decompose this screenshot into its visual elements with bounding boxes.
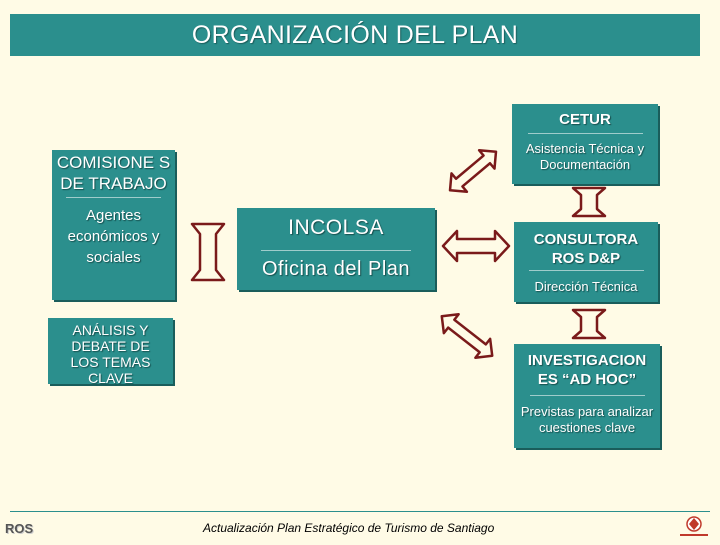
footer-brand: ROS — [5, 521, 34, 536]
incolsa-title: INCOLSA — [288, 216, 384, 239]
analisis-box: ANÁLISIS Y DEBATE DE LOS TEMAS CLAVE — [48, 318, 173, 386]
investigaciones-title: INVESTIGACION ES “AD HOC” — [527, 352, 647, 388]
analisis-text: ANÁLISIS Y DEBATE DE LOS TEMAS CLAVE — [70, 322, 151, 386]
incolsa-cetur-arrow — [445, 146, 501, 196]
investigaciones-box: INVESTIGACION ES “AD HOC” Previstas para… — [514, 344, 660, 448]
cetur-consultora-arrow — [569, 186, 609, 218]
footer-divider — [10, 511, 710, 512]
logo-icon — [672, 514, 716, 540]
consultora-box: CONSULTORA ROS D&P Dirección Técnica — [514, 222, 658, 302]
comisiones-title: COMISIONE S DE TRABAJO — [56, 153, 171, 193]
consultora-subtitle: Dirección Técnica — [534, 279, 638, 294]
incolsa-box: INCOLSA Oficina del Plan — [237, 208, 435, 290]
cetur-subtitle: Asistencia Técnica y Documentación — [525, 141, 645, 172]
footer-caption: Actualización Plan Estratégico de Turism… — [203, 521, 495, 535]
cetur-box: CETUR Asistencia Técnica y Documentación — [512, 104, 658, 184]
comisiones-subtitle: Agentes económicos y sociales — [67, 207, 160, 266]
incolsa-consultora-arrow — [441, 229, 511, 263]
comisiones-box: COMISIONE S DE TRABAJO Agentes económico… — [52, 150, 175, 300]
incolsa-subtitle: Oficina del Plan — [261, 258, 411, 280]
comisiones-incolsa-arrow — [188, 222, 228, 282]
cetur-title: CETUR — [559, 111, 611, 128]
consultora-investigaciones-arrow — [569, 308, 609, 340]
incolsa-investigaciones-arrow — [437, 310, 497, 362]
consultora-title: CONSULTORA ROS D&P — [533, 231, 639, 267]
slide-title: ORGANIZACIÓN DEL PLAN — [10, 14, 700, 56]
investigaciones-subtitle: Previstas para analizar cuestiones clave — [520, 404, 654, 435]
